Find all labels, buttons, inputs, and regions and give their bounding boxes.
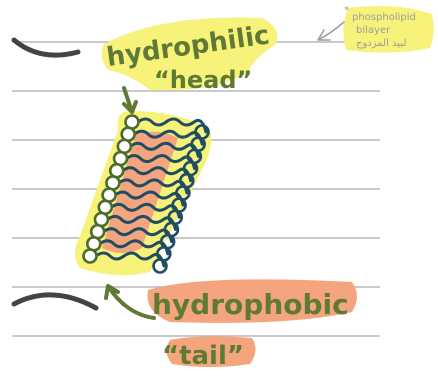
label-hydrophobic: hydrophobic <box>152 288 349 321</box>
note-line-2: bilayer <box>356 25 391 36</box>
note-line-1: phospholipid <box>352 12 416 23</box>
note-pointer-arrow <box>318 22 344 40</box>
tail-arrow <box>106 286 154 318</box>
sketch-curve-bottom <box>14 295 96 308</box>
note-line-3: لبيد المزدوج <box>356 38 406 49</box>
note-asterisk: * <box>344 5 349 16</box>
label-head: “head” <box>154 66 252 94</box>
phospholipid-head-outer <box>84 250 97 263</box>
label-tail: “tail” <box>162 341 244 371</box>
